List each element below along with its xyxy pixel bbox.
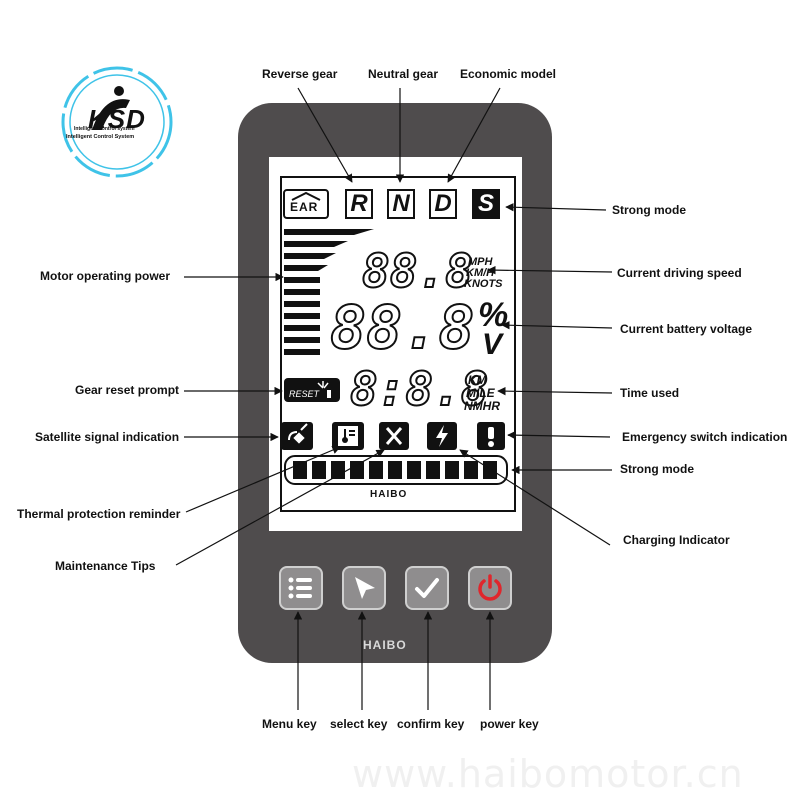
time-unit-km: KM xyxy=(468,373,487,387)
speed-unit-mph: MPH xyxy=(468,256,493,268)
wrench-icon xyxy=(379,422,409,450)
label-motor-power: Motor operating power xyxy=(40,269,170,283)
gear-s-indicator: S xyxy=(472,189,500,219)
menu-list-icon xyxy=(288,577,312,599)
label-reverse-gear: Reverse gear xyxy=(262,67,338,81)
satellite-icon xyxy=(281,422,313,450)
power-key[interactable] xyxy=(468,566,512,610)
menu-key[interactable] xyxy=(279,566,323,610)
reset-icon: RESET xyxy=(284,378,340,402)
label-satellite: Satellite signal indication xyxy=(35,430,180,444)
label-time-used: Time used xyxy=(620,386,680,400)
logo-tagline-2: Intelligent Control System xyxy=(66,134,135,140)
speed-digits: 88.8 xyxy=(361,244,474,298)
gear-r-indicator: R xyxy=(345,189,373,219)
label-select-key: select key xyxy=(330,717,388,731)
label-power-key: power key xyxy=(480,717,539,731)
logo-tagline-1: Intelligent control system xyxy=(74,126,135,132)
label-strong-mode-top: Strong mode xyxy=(612,203,686,217)
exclamation-icon xyxy=(477,422,505,450)
reset-text: RESET xyxy=(289,389,320,399)
ksd-logo: KSD Intelligent control system Intellige… xyxy=(52,60,182,190)
thermometer-icon xyxy=(332,422,364,450)
voltage-digits: 88.8 xyxy=(329,293,475,363)
voltage-unit: V xyxy=(482,328,503,361)
select-arrow-icon xyxy=(355,577,375,599)
label-thermal: Thermal protection reminder xyxy=(17,507,181,521)
label-gear-reset: Gear reset prompt xyxy=(75,383,180,397)
power-icon xyxy=(478,574,502,601)
label-menu-key: Menu key xyxy=(262,717,317,731)
motor-power-bars xyxy=(284,229,374,355)
label-economic-model: Economic model xyxy=(460,67,557,81)
segment-bar xyxy=(284,455,508,485)
device-brand: HAIBO xyxy=(363,638,407,652)
lightning-icon xyxy=(427,422,457,450)
label-charging: Charging Indicator xyxy=(623,533,730,547)
confirm-key[interactable] xyxy=(405,566,449,610)
time-unit-mile: MILE xyxy=(466,386,495,400)
label-neutral-gear: Neutral gear xyxy=(368,67,439,81)
gear-n-indicator: N xyxy=(387,189,415,219)
gear-sun-icon: EAR xyxy=(283,189,329,219)
logo-letters: KSD xyxy=(88,104,146,134)
select-key[interactable] xyxy=(342,566,386,610)
checkmark-icon xyxy=(415,578,439,598)
label-confirm-key: confirm key xyxy=(397,717,465,731)
gear-d-indicator: D xyxy=(429,189,457,219)
gear-icon-text: EAR xyxy=(290,200,319,214)
label-battery-voltage: Current battery voltage xyxy=(620,322,753,336)
label-driving-speed: Current driving speed xyxy=(617,266,742,280)
speed-unit-knots: KNOTS xyxy=(464,278,503,290)
label-strong-mode-bottom: Strong mode xyxy=(620,462,694,476)
label-emergency: Emergency switch indication xyxy=(622,430,788,444)
lcd-brand: HAIBO xyxy=(370,489,408,500)
time-unit-nmhr: NMHR xyxy=(464,399,500,413)
time-digits: 8:8.8 xyxy=(349,362,489,416)
label-maintenance: Maintenance Tips xyxy=(55,559,156,573)
watermark: www.haibomotor.cn xyxy=(352,752,744,796)
speed-unit-kmh: KM/H xyxy=(466,267,495,279)
